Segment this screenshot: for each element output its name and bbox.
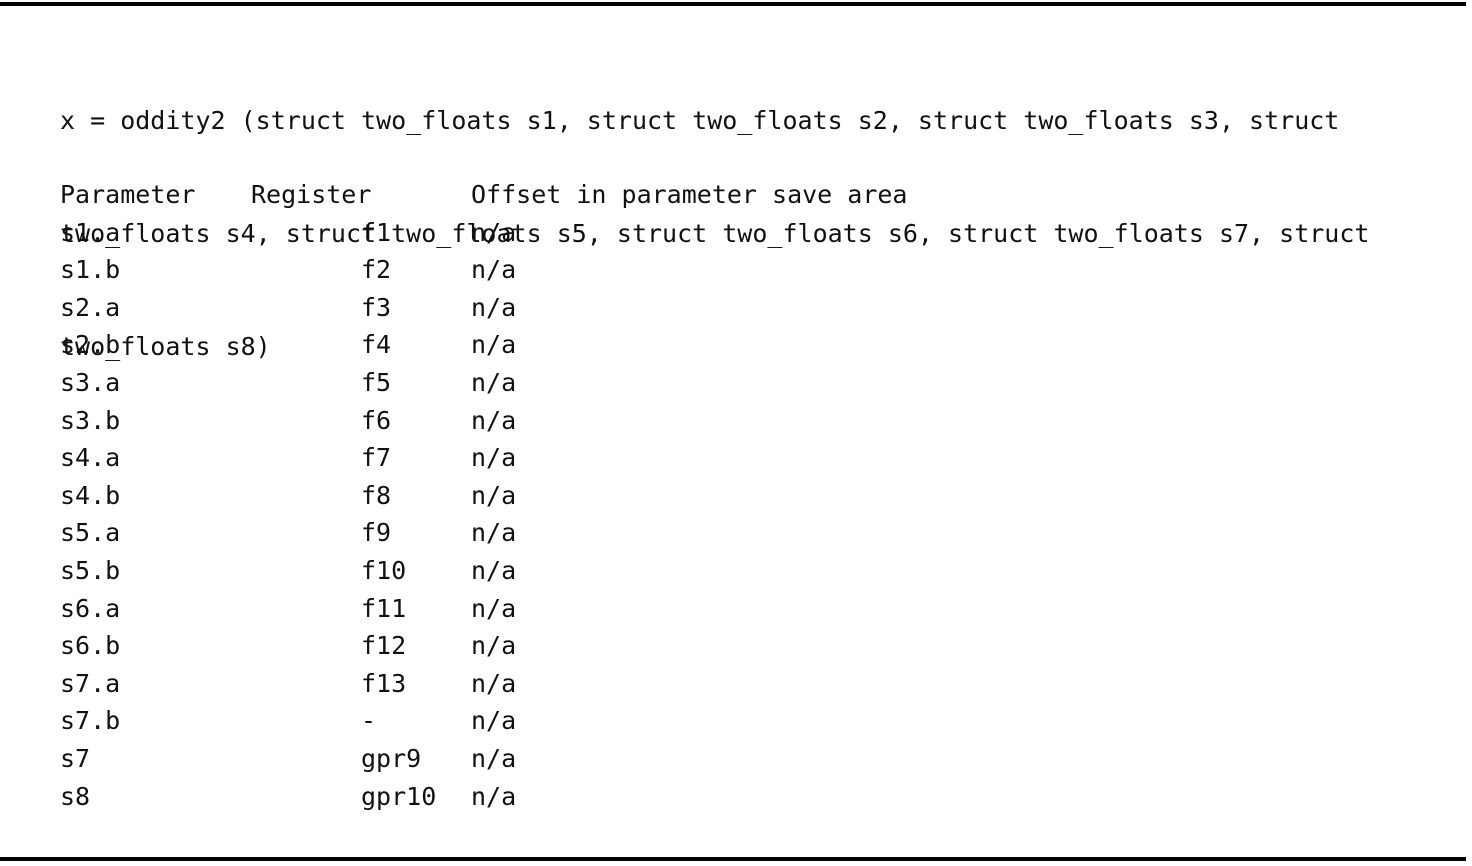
cell-register: f10 <box>361 555 407 585</box>
cell-register: f12 <box>361 631 407 661</box>
cell-parameter: s5.b <box>60 555 121 585</box>
table-row: s2.b f4 n/a <box>60 326 516 364</box>
cell-register: f7 <box>361 443 392 473</box>
cell-register: f11 <box>361 593 407 623</box>
cell-register: gpr10 <box>361 781 437 811</box>
cell-parameter: s8 <box>60 781 91 811</box>
cell-offset: n/a <box>471 706 517 736</box>
table-row: s4.b f8 n/a <box>60 477 516 515</box>
header-parameter: Parameter <box>60 180 196 209</box>
cell-parameter: s7 <box>60 743 91 773</box>
cell-offset: n/a <box>471 405 517 435</box>
cell-parameter: s7.b <box>60 706 121 736</box>
table-row: s4.a f7 n/a <box>60 439 516 477</box>
cell-parameter: s6.a <box>60 593 121 623</box>
header-register: Register <box>251 180 372 209</box>
code-line: x = oddity2 (struct two_floats s1, struc… <box>60 106 1340 136</box>
cell-offset: n/a <box>471 555 517 585</box>
table-row: s1.a f1 n/a <box>60 214 516 252</box>
table-row: s7 gpr9 n/a <box>60 740 516 778</box>
table-row: s5.b f10 n/a <box>60 552 516 590</box>
cell-parameter: s6.b <box>60 631 121 661</box>
cell-offset: n/a <box>471 480 517 510</box>
header-offset: Offset in parameter save area <box>471 180 908 209</box>
cell-offset: n/a <box>471 443 517 473</box>
cell-register: f6 <box>361 405 392 435</box>
cell-register: f3 <box>361 292 392 322</box>
cell-register: f2 <box>361 255 392 285</box>
code-line: two_floats s8) <box>60 331 271 361</box>
table-header-row: Parameter Register Offset in parameter s… <box>60 176 908 214</box>
cell-register: f1 <box>361 217 392 247</box>
table-row: s6.b f12 n/a <box>60 627 516 665</box>
cell-register: f5 <box>361 367 392 397</box>
cell-offset: n/a <box>471 255 517 285</box>
table-row: s7.a f13 n/a <box>60 665 516 703</box>
table-row: s7.b - n/a <box>60 702 516 740</box>
cell-offset: n/a <box>471 330 517 360</box>
cell-parameter: s2.a <box>60 292 121 322</box>
cell-register: f8 <box>361 480 392 510</box>
table-row: s3.a f5 n/a <box>60 364 516 402</box>
cell-parameter: s1.a <box>60 217 121 247</box>
cell-parameter: s3.b <box>60 405 121 435</box>
cell-offset: n/a <box>471 631 517 661</box>
cell-register: f13 <box>361 668 407 698</box>
cell-register: f4 <box>361 330 392 360</box>
cell-offset: n/a <box>471 217 517 247</box>
cell-offset: n/a <box>471 518 517 548</box>
table-row: s1.b f2 n/a <box>60 251 516 289</box>
cell-parameter: s5.a <box>60 518 121 548</box>
cell-parameter: s3.a <box>60 367 121 397</box>
cell-parameter: s1.b <box>60 255 121 285</box>
table-row: s8 gpr10 n/a <box>60 778 516 816</box>
table-row: s6.a f11 n/a <box>60 590 516 628</box>
code-line: two_floats s4, struct two_floats s5, str… <box>60 218 1370 248</box>
function-call-code: x = oddity2 (struct two_floats s1, struc… <box>60 27 1369 403</box>
cell-register: f9 <box>361 518 392 548</box>
cell-register: - <box>361 706 377 736</box>
cell-parameter: s7.a <box>60 668 121 698</box>
table-row: s3.b f6 n/a <box>60 402 516 440</box>
cell-offset: n/a <box>471 781 517 811</box>
cell-parameter: s4.b <box>60 480 121 510</box>
bottom-rule <box>0 857 1466 861</box>
cell-parameter: s4.a <box>60 443 121 473</box>
cell-offset: n/a <box>471 292 517 322</box>
table-row: s5.a f9 n/a <box>60 514 516 552</box>
cell-offset: n/a <box>471 668 517 698</box>
cell-offset: n/a <box>471 367 517 397</box>
top-rule <box>0 2 1466 6</box>
parameter-register-table: Parameter Register Offset in parameter s… <box>60 176 908 816</box>
cell-parameter: s2.b <box>60 330 121 360</box>
cell-register: gpr9 <box>361 743 422 773</box>
cell-offset: n/a <box>471 593 517 623</box>
table-row: s2.a f3 n/a <box>60 289 516 327</box>
cell-offset: n/a <box>471 743 517 773</box>
